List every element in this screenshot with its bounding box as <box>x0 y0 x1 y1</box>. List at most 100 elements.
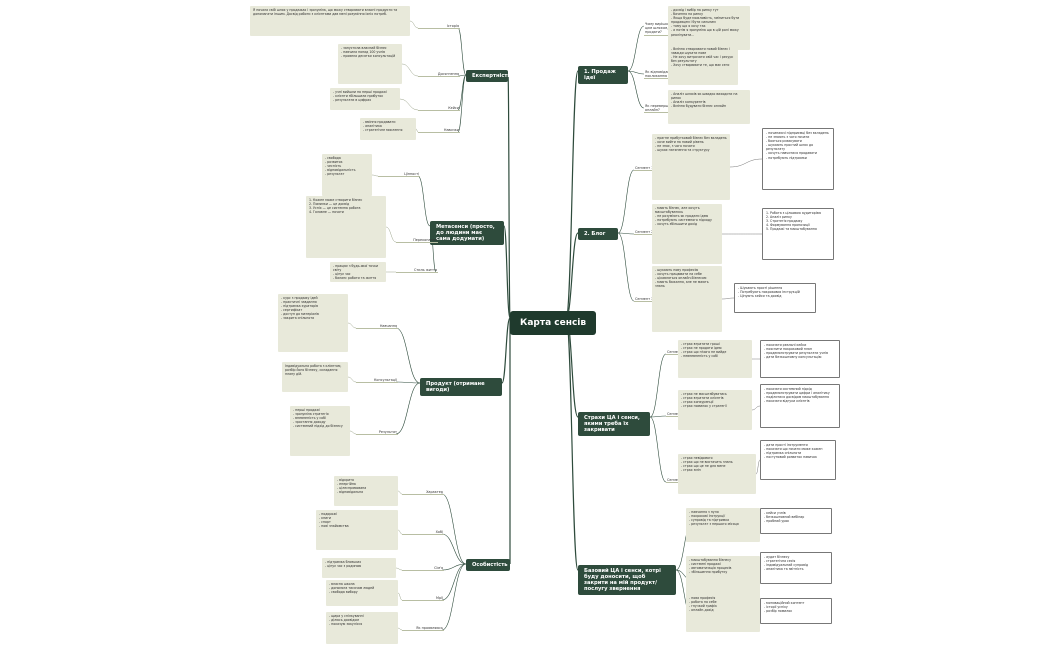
connector-line <box>721 297 735 300</box>
left-0-note-0: Я почала свій шлях у продажах і зрозуміл… <box>250 6 410 36</box>
left-1-note-1: 1. Кожен може створити бізнес 2. Помилки… <box>306 196 386 258</box>
connector-line <box>417 175 431 227</box>
connector-line <box>649 415 667 418</box>
left-3-note-2: - підтримка близьких - цінує час з родин… <box>322 558 396 578</box>
connector-line <box>751 405 761 411</box>
connector-line <box>457 74 467 133</box>
connector-line <box>617 232 635 302</box>
left-0-note-3: - вміння продавати - аналітика - стратег… <box>360 118 416 140</box>
connector-line <box>755 459 761 475</box>
connector-line <box>395 327 421 384</box>
connector-line <box>395 567 403 571</box>
left-0-sub-2[interactable]: Кейси <box>418 106 460 112</box>
connector-line <box>457 74 467 77</box>
connector-line <box>441 563 467 601</box>
connector-line <box>397 627 403 631</box>
right-1-side-2: - Шукають прості рішення - Потребують по… <box>734 283 816 313</box>
connector-line <box>395 382 421 435</box>
right-3-side-0: - кейси учнів - безкоштовний вебінар - п… <box>760 508 832 534</box>
left-2-note-0: - курс з продажу ідей - практичні завдан… <box>278 294 348 352</box>
connector-line <box>457 27 467 76</box>
right-2-note-2: - страх невідомого - страх що не вистачи… <box>678 454 756 494</box>
right-1-note-2: - шукають нову професію - хочуть працюва… <box>652 266 722 332</box>
right-3-side-2: - мотиваційний контент - історії успіху … <box>760 598 832 624</box>
left-2-sub-0[interactable]: Навчання <box>356 324 398 330</box>
right-0-note-1: - Вміння створювати новий бізнес і завжд… <box>668 45 738 85</box>
right-topic-1[interactable]: 2. Блог <box>578 228 618 240</box>
right-3-note-0: - навчання з нуля - покрокові інструкції… <box>686 508 760 542</box>
connector-line <box>401 63 419 77</box>
left-topic-0[interactable]: Експертність <box>466 70 511 82</box>
connector-line <box>409 20 419 29</box>
connector-line <box>441 533 467 565</box>
right-0-note-0: - досвід і вибір на ринку тут - бачення … <box>668 6 750 50</box>
left-2-sub-1[interactable]: Консультації <box>356 378 398 384</box>
left-1-sub-1[interactable]: Переконання <box>396 238 438 244</box>
right-2-side-2: - дати прості інструменти - показати що … <box>760 440 836 480</box>
right-0-note-2: - Аналіз шляхів як швидко виходити на ри… <box>668 90 750 124</box>
right-1-side-1: 1. Робота з цільовою аудиторією 2. Аналі… <box>762 208 834 260</box>
right-1-note-1: - мають бізнес, але хочуть масштабуватис… <box>652 204 722 264</box>
left-3-note-4: - щира у спілкуванні - ділюсь досвідом -… <box>326 612 398 644</box>
connector-line <box>441 493 467 565</box>
left-3-note-1: - подорожі - книги - спорт - нові знайом… <box>316 510 398 550</box>
connector-line <box>627 25 645 72</box>
right-topic-3[interactable]: Базовий ЦА і сенси, котрі буду доносити,… <box>578 565 676 595</box>
right-topic-0[interactable]: 1. Продаж ідеї <box>578 66 628 84</box>
connector-line <box>347 322 357 329</box>
left-1-note-2: - працює з будь-якої точки світу - цінує… <box>330 262 386 282</box>
left-3-sub-2[interactable]: Сім'я <box>402 566 444 572</box>
connector-line <box>347 376 357 383</box>
left-2-sub-2[interactable]: Результат <box>356 430 398 436</box>
left-3-sub-1[interactable]: Хобі <box>402 530 444 536</box>
connector-line <box>397 529 403 535</box>
left-topic-2[interactable]: Продукт (отримане вигоди) <box>420 378 502 396</box>
left-3-sub-0[interactable]: Характер <box>402 490 444 496</box>
left-1-note-0: - свобода - розвиток - чесність - відпов… <box>322 154 372 196</box>
connector-line <box>501 317 511 384</box>
connector-line <box>649 416 667 483</box>
connector-line <box>617 169 635 234</box>
left-0-note-2: - учні вийшли на перші продажі - клієнти… <box>330 88 400 110</box>
right-0-sub-2[interactable]: Як перевершити онлайн? <box>644 104 690 114</box>
connector-line <box>399 98 419 111</box>
connector-line <box>441 563 467 631</box>
connector-line <box>729 158 763 168</box>
central-topic[interactable]: Карта сенсів <box>510 311 597 335</box>
right-3-note-1: - масштабування бізнесу - системні прода… <box>686 556 760 596</box>
left-1-sub-2[interactable]: Стиль життя <box>396 268 438 274</box>
connector-line <box>397 490 403 495</box>
right-2-note-1: - страх не масштабуватись - страх втрати… <box>678 390 752 430</box>
connector-line <box>627 70 645 75</box>
connector-line <box>349 430 357 435</box>
left-0-sub-3[interactable]: Навички <box>418 128 460 134</box>
left-0-sub-1[interactable]: Досягнення <box>418 72 460 78</box>
left-2-note-2: - перші продажі - зрозуміла стратегія - … <box>290 406 350 456</box>
connector-line <box>565 317 579 571</box>
connector-line <box>565 70 579 319</box>
left-1-sub-0[interactable]: Цінності <box>378 172 420 178</box>
left-3-sub-3[interactable]: Мрії <box>402 596 444 602</box>
right-1-note-0: - прагне прибутковий бізнес без вкладень… <box>652 134 730 200</box>
connector-line <box>385 226 397 243</box>
left-topic-1[interactable]: Метасенси (просто, до людини має сама до… <box>430 221 504 245</box>
connector-line <box>397 592 403 601</box>
connector-line <box>617 232 635 235</box>
right-1-side-0: - починаючі підприємці без вкладень - не… <box>762 128 834 190</box>
left-0-note-1: - запустила власний бізнес - навчила пон… <box>338 44 402 84</box>
right-3-note-2: - нова професія - робота на себе - гнучк… <box>686 594 760 632</box>
right-2-side-0: - показати реальні кейси - пояснити покр… <box>760 340 840 378</box>
right-2-side-1: - показати системний підхід - продемонст… <box>760 384 840 428</box>
connector-line <box>371 174 379 177</box>
connector-line <box>507 74 511 319</box>
connector-line <box>395 381 421 384</box>
left-3-sub-4[interactable]: Як проявляюсь <box>402 626 444 632</box>
left-topic-3[interactable]: Особистість <box>466 559 510 571</box>
connector-line <box>649 353 667 418</box>
left-3-note-0: - відкрита - енергійна - цілеспрямована … <box>334 476 398 506</box>
right-topic-2[interactable]: Страхи ЦА і сенси, якими треба їх закрив… <box>578 412 650 436</box>
left-0-sub-0[interactable]: Історія <box>418 24 460 30</box>
connector-line <box>503 225 511 319</box>
left-3-note-3: - власна школа - допомога тисячам людей … <box>326 580 398 606</box>
